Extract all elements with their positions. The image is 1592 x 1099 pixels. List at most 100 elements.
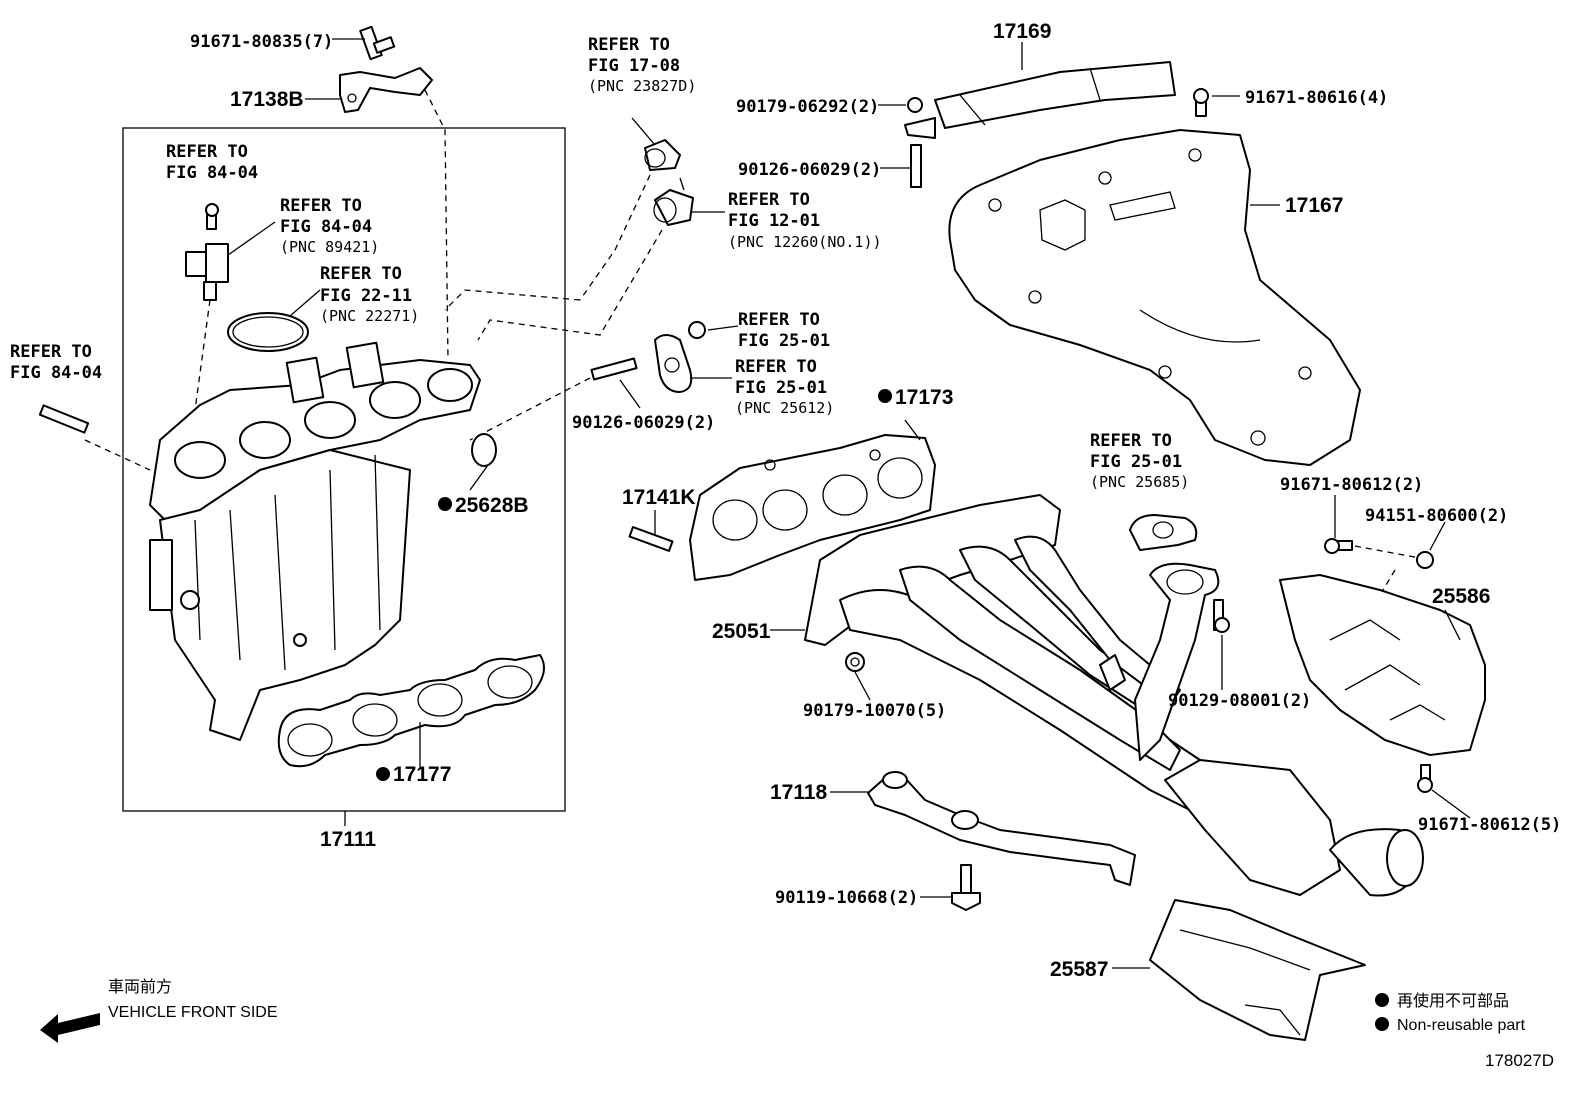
ref-fig-84-04-a: REFER TO FIG 84-04 [166,142,258,183]
part-17173-label: 17173 [895,386,953,409]
part-17138b-label: 17138B [230,88,304,111]
svg-text:REFER TO: REFER TO [728,190,810,210]
part-17118-label: 17118 [770,781,828,804]
svg-text:REFER TO: REFER TO [280,196,362,216]
svg-text:(PNC 89421): (PNC 89421) [280,238,379,256]
intake-manifold-group-box [122,127,566,812]
exhaust-manifold-25051 [804,494,1424,897]
egr-flange-25685 [1129,514,1198,551]
ref-fig-25-01-a: REFER TO FIG 25-01 [738,310,830,351]
non-reusable-dot-icon [1375,993,1389,1007]
fastener-90126-06029-top-label: 90126-06029(2) [738,160,881,180]
svg-text:FIG 25-01: FIG 25-01 [1090,452,1182,472]
ref-22271: REFER TO FIG 22-11 (PNC 22271) [320,264,419,325]
ref-12260: REFER TO FIG 12-01 (PNC 12260(NO.1)) [728,190,882,251]
svg-text:FIG 84-04: FIG 84-04 [10,363,102,383]
part-17141k-label: 17141K [622,486,696,509]
stud-90126-mid [590,357,638,381]
exhaust-gasket-17173 [689,434,936,581]
svg-text:REFER TO: REFER TO [588,35,670,55]
svg-text:REFER TO: REFER TO [735,357,817,377]
fastener-91671-80612-b-label: 91671-80612(5) [1418,815,1561,835]
manifold-stay-17118 [867,771,1136,886]
o-ring-25628b [471,433,497,467]
non-reusable-dot [376,767,390,781]
non-reusable-dot-icon [1375,1017,1389,1031]
part-25586-label: 25586 [1432,585,1490,608]
figure-id: 178027D [1485,1051,1554,1070]
svg-text:再使用不可部品: 再使用不可部品 [1397,992,1509,1010]
svg-text:(PNC 12260(NO.1)): (PNC 12260(NO.1)) [728,233,882,251]
bolt-91671-80612-a [1324,538,1353,554]
part-17177-label: 17177 [393,763,451,786]
part-25587-label: 25587 [1050,958,1108,981]
svg-text:FIG 22-11: FIG 22-11 [320,286,412,306]
heat-insulator-25587 [1149,899,1366,1041]
map-sensor [185,203,229,301]
svg-text:車両前方: 車両前方 [108,978,172,996]
svg-text:Non-reusable part: Non-reusable part [1397,1017,1526,1034]
svg-text:(PNC 25685): (PNC 25685) [1090,473,1189,491]
ref-23827d: REFER TO FIG 17-08 (PNC 23827D) [588,35,696,95]
hose-23827d [644,139,681,171]
bolt-91671-80612-b [1417,764,1433,793]
part-17169-label: 17169 [993,20,1051,43]
svg-text:REFER TO: REFER TO [738,310,820,330]
svg-text:REFER TO: REFER TO [166,142,248,162]
svg-text:FIG 84-04: FIG 84-04 [280,217,372,237]
o-ring [227,312,309,352]
svg-text:(PNC 22271): (PNC 22271) [320,307,419,325]
part-17111-label: 17111 [320,828,376,851]
fastener-91671-80616-label: 91671-80616(4) [1245,88,1388,108]
nut-90179-10070 [845,652,865,672]
bolt-90129-08001 [1213,599,1230,633]
svg-text:FIG 84-04: FIG 84-04 [166,163,258,183]
vehicle-front-indicator: 車両前方 VEHICLE FRONT SIDE [40,978,278,1043]
svg-text:FIG 17-08: FIG 17-08 [588,56,680,76]
svg-text:FIG 25-01: FIG 25-01 [738,331,830,351]
nut-90179-06292 [907,97,923,113]
fastener-90129-08001-label: 90129-08001(2) [1168,691,1311,711]
fastener-90126-06029-mid-label: 90126-06029(2) [572,413,715,433]
stud-90126-top [910,144,922,188]
non-reusable-dot [438,497,452,511]
fastener-94151-80600-label: 94151-80600(2) [1365,506,1508,526]
svg-text:FIG 25-01: FIG 25-01 [735,378,827,398]
bolt-90119-10668 [951,864,981,911]
svg-text:REFER TO: REFER TO [320,264,402,284]
egr-flange-25612 [654,321,706,393]
part-25628b-label: 25628B [455,494,529,517]
svg-text:FIG 12-01: FIG 12-01 [728,211,820,231]
fastener-90119-10668-label: 90119-10668(2) [775,888,918,908]
ref-25685: REFER TO FIG 25-01 (PNC 25685) [1090,431,1189,491]
left-stud [38,404,90,434]
ref-25612: REFER TO FIG 25-01 (PNC 25612) [735,357,834,417]
heat-insulator-17169 [904,61,1176,139]
intake-manifold [149,341,481,741]
svg-text:(PNC 25612): (PNC 25612) [735,399,834,417]
heat-insulator-17167 [948,129,1361,466]
svg-text:VEHICLE FRONT SIDE: VEHICLE FRONT SIDE [108,1004,278,1021]
intake-gasket [277,654,545,768]
fastener-90179-06292-label: 90179-06292(2) [736,97,879,117]
bracket-17138b [339,25,433,113]
ref-89421: REFER TO FIG 84-04 (PNC 89421) [280,196,379,256]
fastener-91671-80835-label: 91671-80835(7) [190,32,333,52]
nut-94151-80600 [1416,551,1434,569]
front-arrow-icon [40,1013,100,1043]
fastener-91671-80612-a-label: 91671-80612(2) [1280,475,1423,495]
heat-insulator-25586 [1279,574,1486,756]
part-25051-label: 25051 [712,620,771,643]
legend: 再使用不可部品 Non-reusable part [1375,992,1526,1034]
ref-fig-84-04-b: REFER TO FIG 84-04 [10,342,102,383]
hose-12260 [653,177,694,226]
non-reusable-dot [878,389,892,403]
fastener-90179-10070-label: 90179-10070(5) [803,701,946,721]
bolt-91671-80616 [1193,88,1209,117]
stud-17141k [628,526,674,552]
svg-text:REFER TO: REFER TO [10,342,92,362]
svg-text:REFER TO: REFER TO [1090,431,1172,451]
svg-text:(PNC 23827D): (PNC 23827D) [588,77,696,95]
